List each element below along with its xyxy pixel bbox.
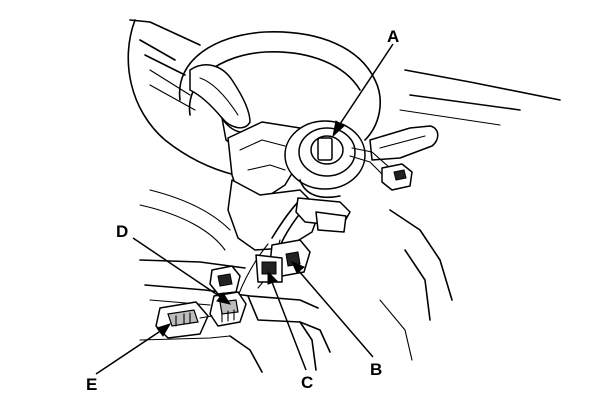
lower-bracket: [139, 209, 453, 373]
right-stalk: [369, 125, 439, 161]
label-a: A: [387, 27, 399, 46]
callout-c: C: [267, 270, 313, 392]
wiring-harness: [237, 197, 351, 297]
callout-b: B: [291, 261, 382, 379]
callout-d: D: [116, 222, 232, 305]
label-d: D: [116, 222, 128, 241]
label-c: C: [301, 373, 313, 392]
connector-d-group: [209, 265, 247, 327]
label-e: E: [86, 375, 97, 394]
cable-reel-assembly: [284, 120, 413, 199]
callout-a: A: [332, 27, 399, 138]
dashboard-outline: [127, 19, 561, 176]
connector-e-group: [155, 301, 213, 339]
connector-b: [285, 251, 301, 267]
connector-c: [261, 261, 277, 275]
label-b: B: [370, 360, 382, 379]
callout-e: E: [86, 323, 172, 394]
